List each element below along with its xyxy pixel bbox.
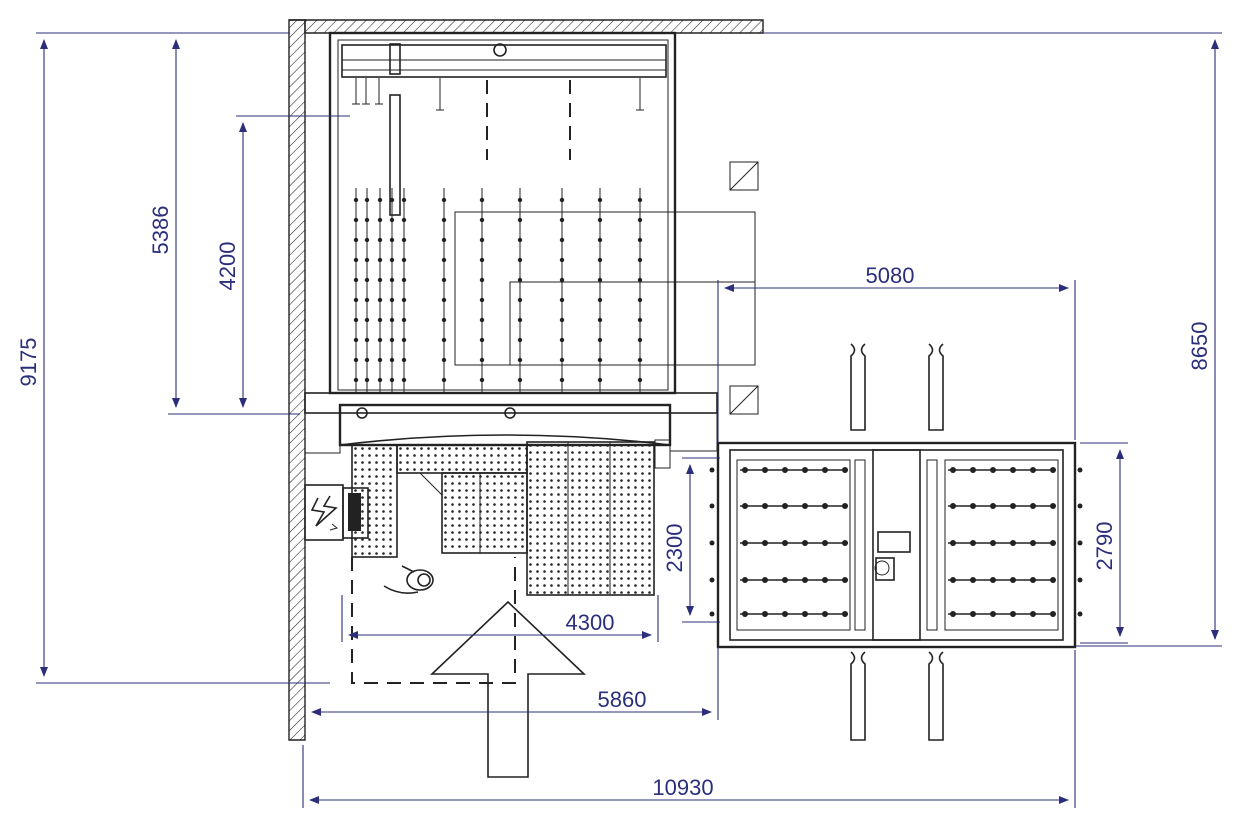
- cutting-bridge: [304, 392, 718, 469]
- dim-table-depth: 2300: [662, 524, 687, 573]
- dim-offset-width: 5080: [866, 263, 915, 288]
- dim-total-height: 9175: [16, 338, 41, 387]
- building-walls: [288, 19, 764, 741]
- lightning-hazard-icon: [310, 495, 338, 527]
- up-arrow-icon: [429, 600, 587, 778]
- dim-table-width: 4300: [566, 610, 615, 635]
- control-panel: [304, 484, 369, 541]
- left-wall: [288, 19, 306, 741]
- glass-cart: [709, 441, 1083, 649]
- dim-inner-depth: 4200: [215, 242, 240, 291]
- dim-right-height: 8650: [1187, 322, 1212, 371]
- loading-station: [328, 31, 759, 415]
- rails: [850, 343, 944, 741]
- dim-front-width: 5860: [598, 687, 647, 712]
- dimension-lines: [36, 32, 1222, 808]
- top-wall: [289, 19, 764, 34]
- dim-total-width: 10930: [652, 775, 713, 800]
- dim-upper-depth: 5386: [148, 206, 173, 255]
- operator-icon: [383, 565, 434, 594]
- operator-zone: [351, 557, 516, 684]
- cutting-tables: [351, 441, 655, 596]
- dim-cart-depth: 2790: [1092, 522, 1117, 571]
